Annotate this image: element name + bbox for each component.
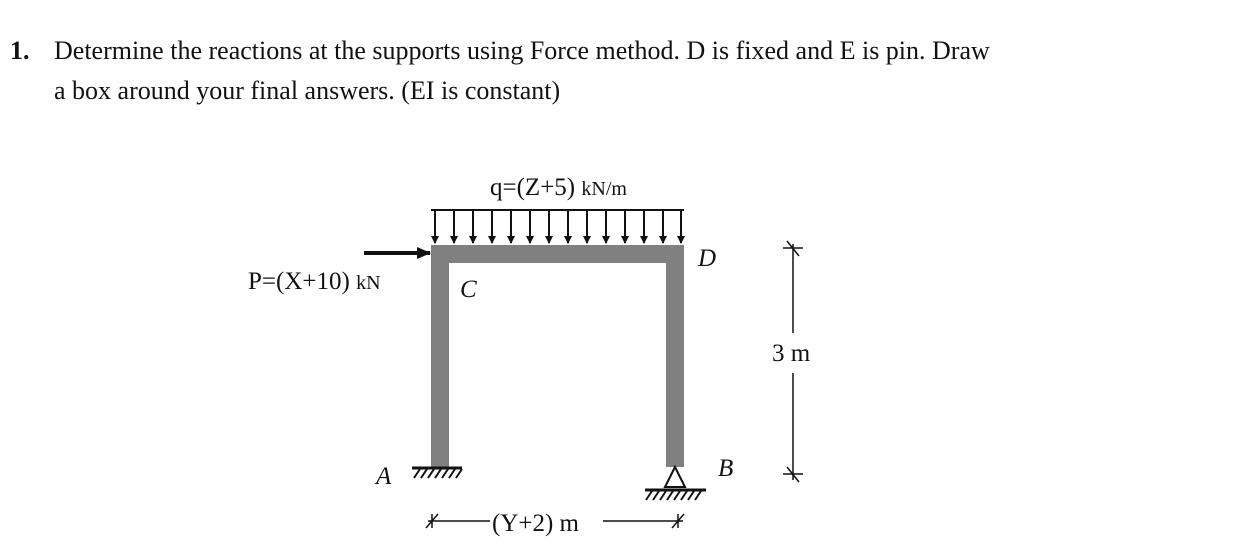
width-dimension (425, 513, 685, 529)
fixed-support-a (412, 466, 463, 479)
pin-support-b (645, 464, 706, 501)
problem-text-line-1: Determine the reactions at the supports … (54, 36, 990, 65)
problem-text-line-2: a box around your final answers. (EI is … (54, 76, 561, 105)
column-ac (431, 245, 449, 467)
node-label-c: C (460, 276, 477, 303)
point-load-unit: kN (356, 272, 380, 294)
point-load-value: P=(X+10) (248, 268, 350, 295)
distributed-load-value: q=(Z+5) (490, 174, 575, 201)
distributed-load-unit: kN/m (581, 178, 627, 200)
point-load-label: P=(X+10) kN (248, 268, 381, 295)
height-dimension (783, 240, 803, 483)
node-label-d: D (697, 245, 716, 272)
distributed-load (431, 209, 685, 244)
height-dimension-label: 3 m (772, 340, 811, 367)
distributed-load-label: q=(Z+5) kN/m (490, 174, 627, 201)
problem-number: 1. (10, 36, 30, 65)
width-dimension-label: (Y+2) m (492, 510, 580, 537)
node-label-b: B (718, 455, 733, 482)
beam-cd (431, 245, 684, 263)
column-db (666, 245, 684, 467)
node-label-a: A (374, 463, 392, 490)
